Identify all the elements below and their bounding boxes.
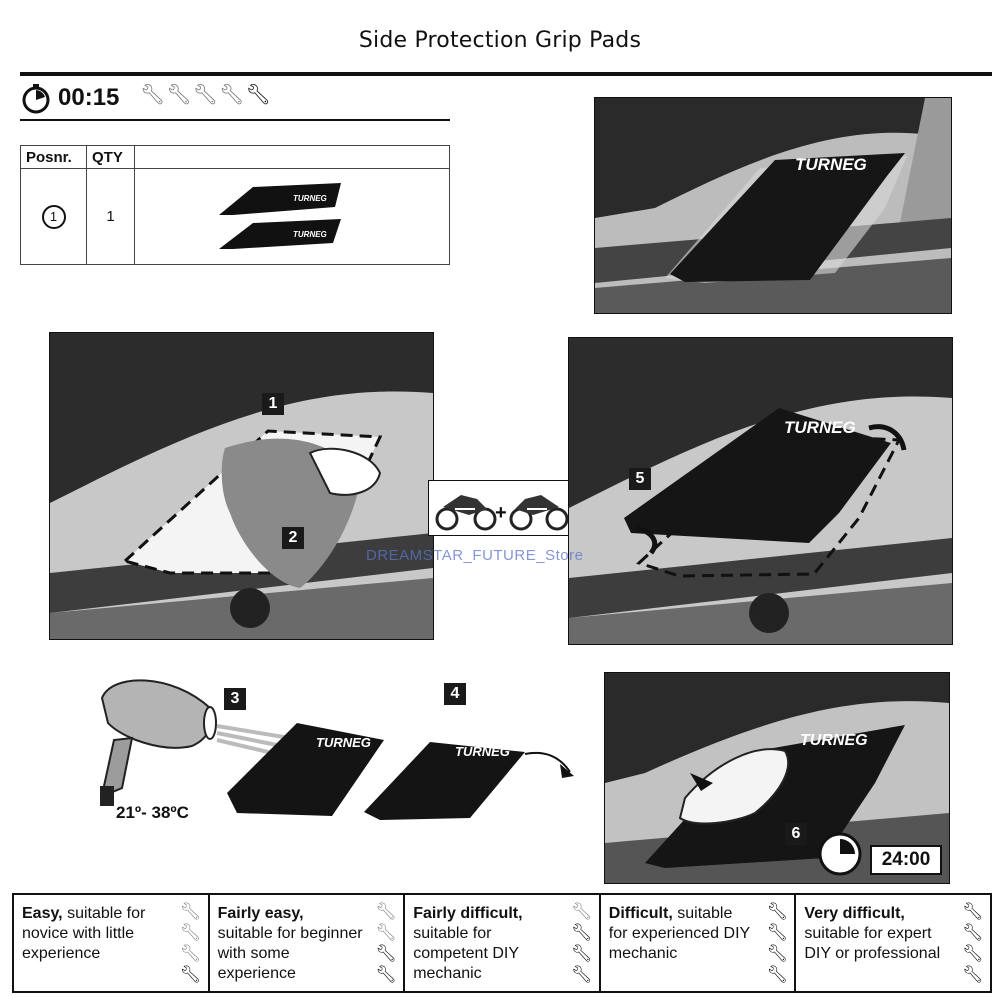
- difficulty-title: Very difficult,: [804, 905, 905, 922]
- pad-logo-text: TURNEG: [293, 230, 327, 239]
- wrench-icon: 🔧︎🔧︎🔧︎🔧︎: [179, 902, 202, 984]
- wrench-icon: 🔧︎🔧︎🔧︎🔧︎: [962, 902, 984, 984]
- col-image: [134, 145, 450, 169]
- difficulty-level-2: Fairly easy, suitable for beginner with …: [210, 895, 406, 991]
- difficulty-title: Difficult,: [608, 905, 673, 922]
- pad-logo-text: TURNEG: [293, 194, 327, 203]
- hair-dryer-image: [92, 668, 392, 818]
- quantity: 1: [86, 168, 135, 265]
- difficulty-desc: suitable for beginner with some experien…: [217, 925, 363, 982]
- difficulty-level-3: Fairly difficult, suitable for competent…: [405, 895, 601, 991]
- difficulty-desc: suitable for competent DIY mechanic: [413, 925, 519, 982]
- header-subrule: [20, 119, 450, 121]
- step-number-6: 6: [785, 823, 807, 845]
- pad-logo-text: TURNEG: [784, 418, 856, 437]
- cure-time: 24:00: [870, 845, 942, 875]
- timer-icon: [817, 831, 863, 877]
- step-number-5: 5: [629, 468, 651, 490]
- position-number: 1: [41, 204, 66, 229]
- difficulty-desc: suitable for experienced DIY mechanic: [608, 905, 750, 962]
- difficulty-scale: Easy, suitable for novice with little ex…: [12, 893, 992, 993]
- table-row: 1 1 TURNEG TURNEG: [20, 168, 450, 265]
- pad-logo-text: TURNEG: [800, 732, 868, 749]
- part-image-cell: TURNEG TURNEG: [134, 168, 450, 265]
- col-qty: QTY: [86, 145, 135, 169]
- wrench-icon: 🔧︎🔧︎🔧︎🔧︎: [140, 84, 246, 106]
- difficulty-level-1: Easy, suitable for novice with little ex…: [14, 895, 210, 991]
- col-posnr: Posnr.: [20, 145, 87, 169]
- pad-logo-text: TURNEG: [455, 744, 510, 759]
- stopwatch-icon: [20, 82, 52, 114]
- svg-text:+: +: [495, 502, 507, 524]
- temperature-label: 21º- 38ºC: [116, 803, 189, 822]
- difficulty-title: Fairly easy,: [217, 905, 304, 922]
- step-number-3: 3: [224, 688, 246, 710]
- applying-pad-photo: TURNEG 5: [568, 337, 953, 645]
- difficulty-level-4: Difficult, suitable for experienced DIY …: [601, 895, 797, 991]
- step-number-2: 2: [282, 527, 304, 549]
- parts-table: Posnr. QTY 1 1 TURNEG TURNEG: [20, 145, 450, 265]
- difficulty-desc: suitable for novice with little experien…: [22, 905, 146, 962]
- peel-backing-image: TURNEG: [360, 712, 590, 822]
- grip-pads-image: TURNEG TURNEG: [219, 182, 341, 249]
- difficulty-desc: suitable for expert DIY or professional: [804, 925, 941, 962]
- install-time: 00:15: [58, 84, 120, 111]
- both-sides-symbol: +: [428, 480, 573, 536]
- difficulty-title: Easy,: [22, 905, 63, 922]
- step-number-1: 1: [262, 393, 284, 415]
- installed-pad-photo: TURNEG: [594, 97, 952, 314]
- watermark: DREAMSTAR_FUTURE_Store: [366, 547, 584, 564]
- wrench-icon: 🔧︎🔧︎🔧︎🔧︎: [766, 902, 789, 984]
- step-number-4: 4: [444, 683, 466, 705]
- cleaning-photo: 1 2: [49, 332, 434, 640]
- page-title: Side Protection Grip Pads: [358, 28, 642, 53]
- wrench-icon: 🔧︎: [245, 84, 272, 106]
- difficulty-wrench-icons: 🔧︎🔧︎🔧︎🔧︎🔧︎: [140, 82, 272, 107]
- pad-logo-text: TURNEG: [316, 735, 371, 750]
- difficulty-level-5: Very difficult, suitable for expert DIY …: [796, 895, 990, 991]
- difficulty-title: Fairly difficult,: [413, 905, 523, 922]
- wrench-icon: 🔧︎🔧︎🔧︎🔧︎: [375, 902, 397, 984]
- wrench-icon: 🔧︎🔧︎🔧︎🔧︎: [570, 902, 593, 984]
- header-rule: [20, 72, 992, 76]
- pad-logo-text: TURNEG: [795, 155, 867, 174]
